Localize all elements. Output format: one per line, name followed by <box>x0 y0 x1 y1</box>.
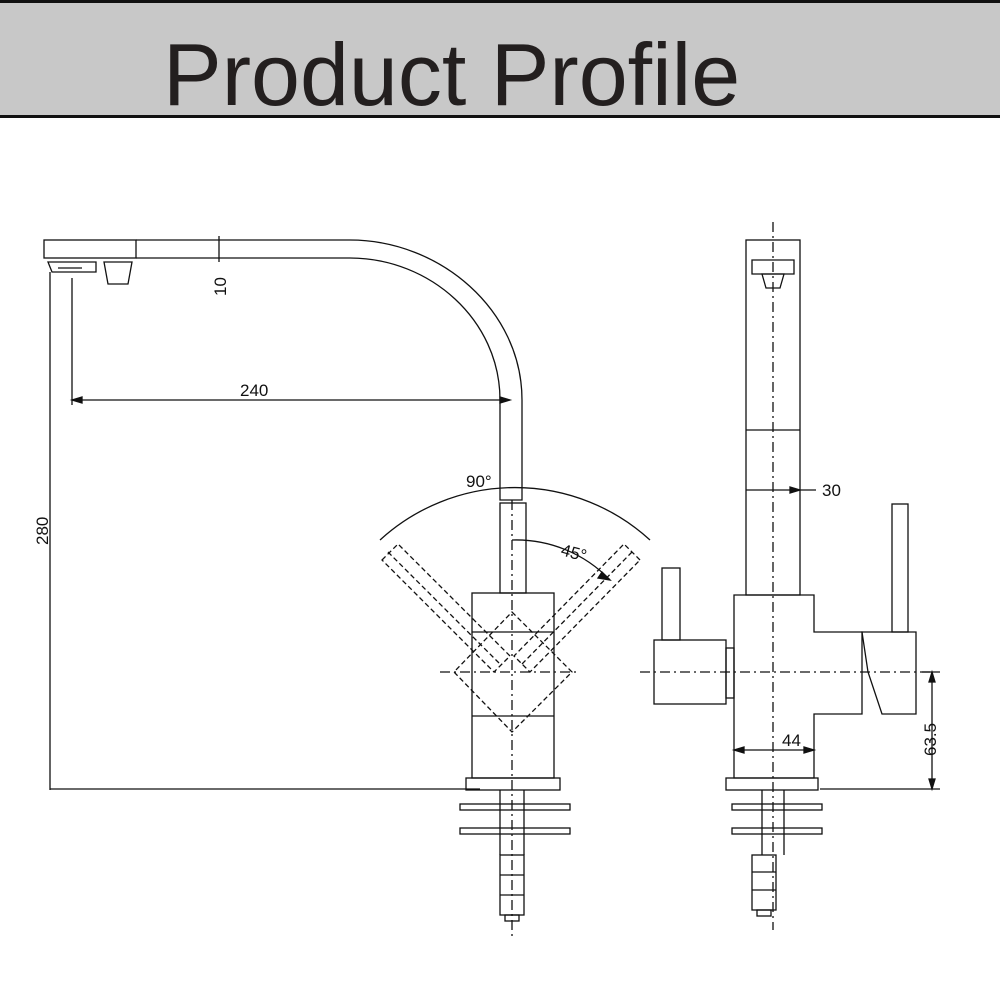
spout-end <box>43 239 137 259</box>
dim-spout-thickness: 10 <box>211 277 230 296</box>
spray-nozzle <box>103 261 133 285</box>
right-handle <box>861 631 917 715</box>
dim-handle-angle: 45° <box>559 541 589 566</box>
front-view: 30 63.5 44 <box>640 222 940 930</box>
dim-height: 280 <box>33 517 52 545</box>
title-banner: Product Profile <box>0 0 1000 124</box>
dim-swivel-angle: 90° <box>466 472 492 491</box>
swivel-arc <box>379 486 651 541</box>
dim-spout-reach: 240 <box>240 381 268 400</box>
dim-base-width: 44 <box>782 731 801 750</box>
dim-body-width: 30 <box>822 481 841 500</box>
dim-handle-height: 63.5 <box>921 723 940 756</box>
spout-arc <box>136 239 523 501</box>
page-title: Product Profile <box>163 25 741 124</box>
aerator <box>47 261 97 273</box>
faucet-body <box>471 592 555 779</box>
side-view: 10 240 280 90° 45° <box>33 236 651 940</box>
